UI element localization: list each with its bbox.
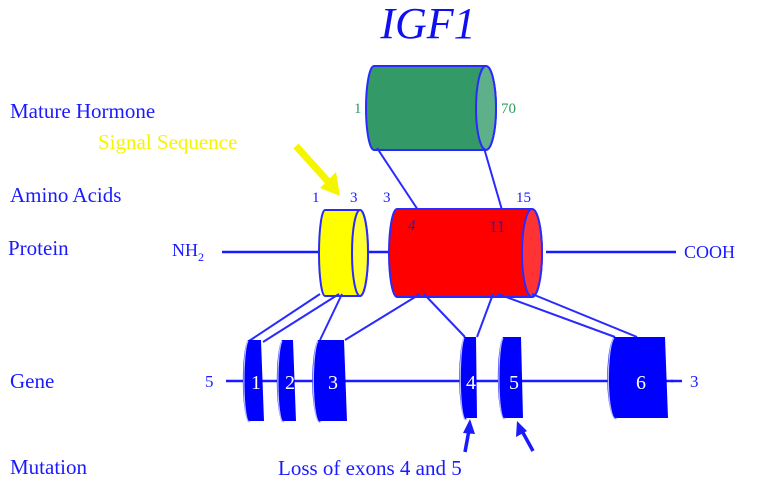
mutation-arrow-exon5-icon <box>516 421 535 452</box>
aa-main-end: 15 <box>516 190 531 206</box>
mutation-arrow-exon4-icon <box>463 419 475 453</box>
c-terminus: COOH <box>684 242 735 262</box>
protein-gene-connectors <box>248 293 638 343</box>
exon-1 <box>242 340 264 423</box>
label-signal-sequence: Signal Sequence <box>98 130 237 154</box>
label-mutation: Mutation <box>10 455 87 479</box>
exon-5 <box>497 337 523 420</box>
exon-label-3: 3 <box>328 372 338 394</box>
aa-inner-start: 4 <box>408 218 416 234</box>
connector-line <box>483 147 503 211</box>
aa-inner-end: 11 <box>489 217 505 236</box>
exon-label-4: 4 <box>466 372 476 394</box>
gene-three-prime: 3 <box>690 372 699 391</box>
signal-arrow-icon <box>293 143 340 196</box>
aa-signal-end: 3 <box>350 190 358 206</box>
mature-start: 1 <box>354 101 362 117</box>
mature-end: 70 <box>501 101 516 117</box>
exon-2 <box>276 340 296 423</box>
signal-sequence-cylinder <box>318 209 369 297</box>
connector-line <box>376 147 419 211</box>
label-gene: Gene <box>10 369 54 393</box>
label-protein: Protein <box>8 236 69 260</box>
mature-hormone-cylinder <box>365 65 497 151</box>
gene-five-prime: 5 <box>205 372 214 391</box>
aa-signal-start: 1 <box>312 190 320 206</box>
exon-label-1: 1 <box>251 372 261 394</box>
exon-4 <box>459 337 477 421</box>
label-amino-acids: Amino Acids <box>10 183 121 207</box>
aa-main-start: 3 <box>383 190 391 206</box>
label-mature-hormone: Mature Hormone <box>10 99 155 123</box>
exon-6 <box>607 337 668 420</box>
diagram-title: IGF1 <box>379 0 475 48</box>
exon-3 <box>312 340 347 423</box>
exon-label-5: 5 <box>509 372 519 394</box>
exon-label-6: 6 <box>636 372 646 394</box>
mutation-text: Loss of exons 4 and 5 <box>278 456 462 480</box>
protein-cylinder <box>388 208 543 298</box>
exon-label-2: 2 <box>285 372 295 394</box>
n-terminus: NH2 <box>172 240 204 264</box>
